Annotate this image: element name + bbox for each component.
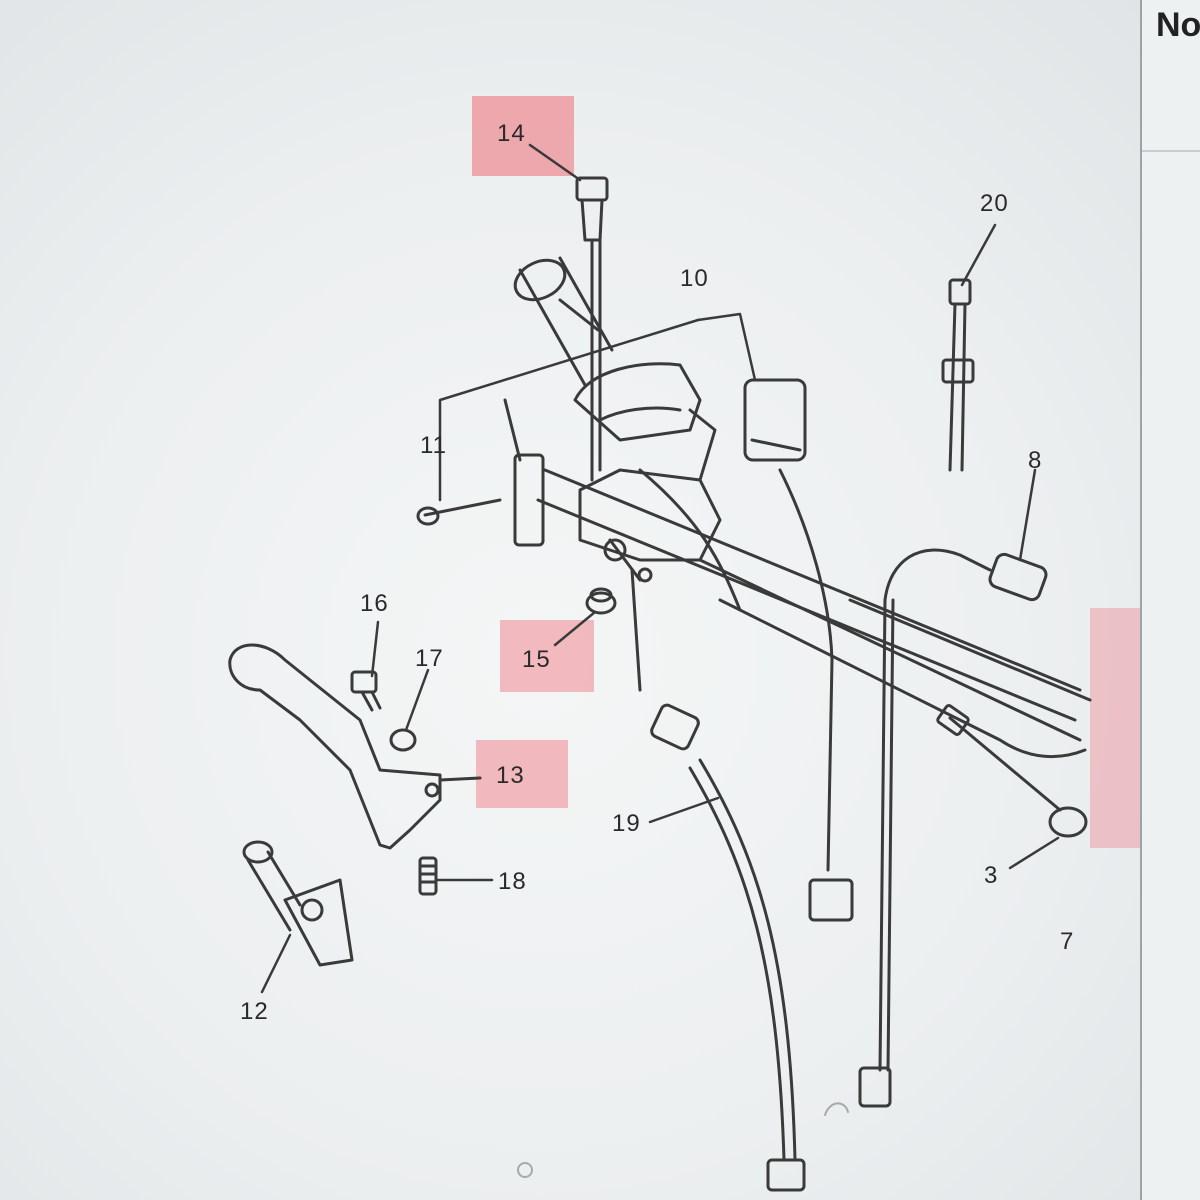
callout-13[interactable]: 13 (496, 762, 525, 789)
bolt-14 (575, 176, 609, 482)
handlebar (536, 468, 1092, 759)
callout-3[interactable]: 3 (984, 862, 999, 889)
callout-19[interactable]: 19 (612, 810, 641, 837)
bolt-20 (941, 278, 975, 472)
switch-housing-10 (743, 378, 834, 662)
callout-7[interactable]: 7 (1060, 928, 1075, 955)
callout-17[interactable]: 17 (415, 645, 444, 672)
callout-16[interactable]: 16 (360, 590, 389, 617)
leader-lines (260, 143, 1060, 994)
cable-8 (858, 548, 1048, 1108)
spring-18 (418, 856, 438, 896)
callout-11[interactable]: 11 (420, 432, 447, 459)
nut-15 (585, 587, 617, 615)
stray-marks (517, 1102, 849, 1178)
table-divider (1142, 150, 1200, 152)
callout-18[interactable]: 18 (498, 868, 527, 895)
nut-17 (389, 728, 417, 752)
parts-table-panel: No (1140, 0, 1200, 1200)
callout-12[interactable]: 12 (240, 998, 269, 1025)
callout-8[interactable]: 8 (1028, 447, 1043, 474)
cable-19 (630, 568, 806, 1192)
callout-20[interactable]: 20 (980, 190, 1009, 217)
throttle-grip (513, 256, 614, 387)
switch-wire (808, 658, 854, 922)
table-header: No (1156, 6, 1200, 44)
callout-14[interactable]: 14 (497, 120, 526, 147)
callout-15[interactable]: 15 (522, 646, 551, 673)
bracket-10-lines (438, 312, 757, 502)
clamp-11 (416, 398, 545, 547)
highlight-15 (500, 620, 594, 692)
bolt-16 (350, 670, 382, 712)
highlight-13 (476, 740, 568, 808)
screw-3 (936, 704, 1088, 838)
callout-10[interactable]: 10 (680, 265, 709, 292)
lever-holder (573, 362, 722, 583)
lever-13 (228, 643, 482, 850)
exploded-view-drawing (228, 143, 1092, 1192)
switch-12 (242, 840, 354, 967)
